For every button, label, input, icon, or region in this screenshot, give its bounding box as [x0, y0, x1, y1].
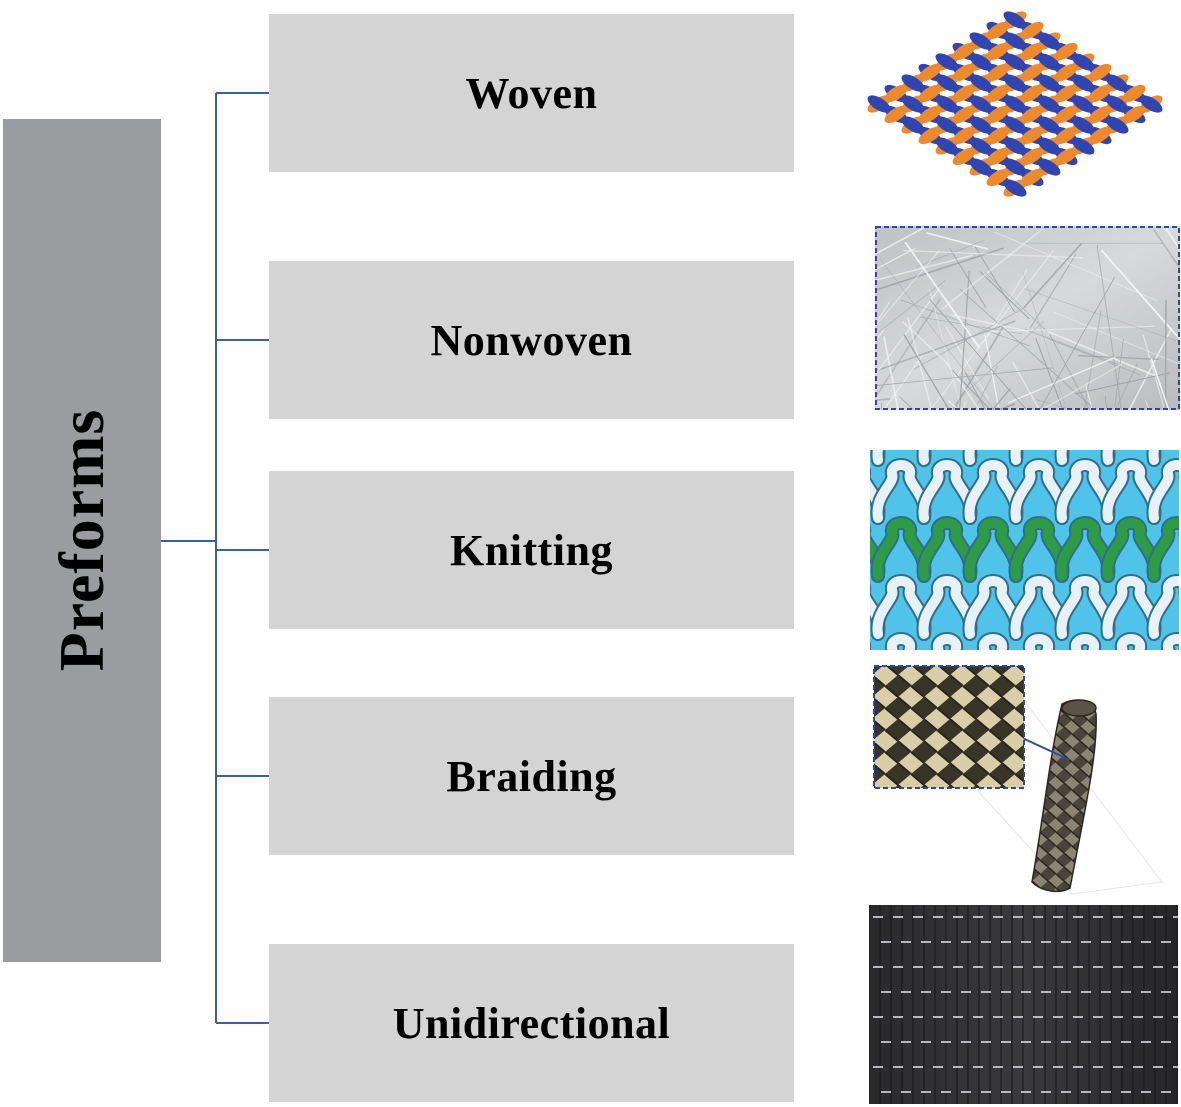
- node-knitting: Knitting: [269, 471, 794, 629]
- node-label-nonwoven: Nonwoven: [430, 315, 633, 365]
- woven-thumbnail-image: [867, 11, 1163, 197]
- node-nonwoven: Nonwoven: [269, 261, 794, 419]
- nonwoven-thumbnail-image: [875, 226, 1180, 410]
- root-node-preforms: [3, 119, 161, 962]
- node-label-braiding: Braiding: [446, 751, 617, 801]
- node-label-unidirectional: Unidirectional: [392, 998, 671, 1048]
- node-unidirectional: Unidirectional: [269, 944, 794, 1102]
- node-label-woven: Woven: [465, 68, 598, 118]
- braiding-thumbnail-image: [873, 665, 1163, 895]
- unidirectional-thumbnail-image: [869, 905, 1178, 1104]
- node-braiding: Braiding: [269, 697, 794, 855]
- knitting-thumbnail-image: [870, 450, 1179, 650]
- node-woven: Woven: [269, 14, 794, 172]
- node-label-knitting: Knitting: [450, 525, 613, 575]
